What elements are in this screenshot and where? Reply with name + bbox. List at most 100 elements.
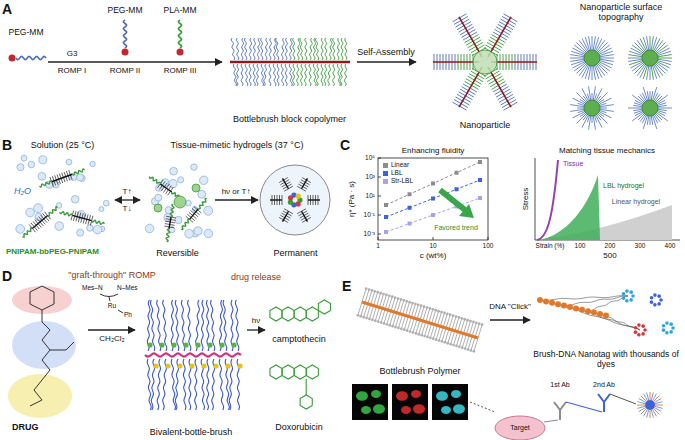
brush-backbone (283, 211, 289, 221)
brush-backbone (32, 216, 47, 229)
data-point (431, 213, 435, 217)
bristle-end (368, 318, 371, 321)
particle-corona (652, 116, 656, 129)
carbene-ring (100, 294, 118, 297)
dye-molecule (662, 328, 666, 332)
pnipam-aggregate (154, 204, 162, 212)
drug-payload (219, 342, 224, 347)
x-tick (378, 237, 379, 240)
text-label: η* (Pa · s) (347, 181, 356, 217)
text-label: CH₂Cl₂ (99, 334, 124, 343)
text-label: G3 (67, 49, 78, 58)
peg-arm (50, 342, 74, 350)
stained-cell (441, 406, 451, 414)
glycosidic-bond (306, 379, 307, 395)
stained-cell (401, 406, 411, 414)
figure-part: camptothecinDoxorubicin (265, 288, 333, 438)
peg-bristle (207, 359, 209, 410)
bristle-end (420, 334, 423, 337)
particle-corona (628, 58, 642, 59)
particle-corona (593, 66, 595, 80)
bristle-end (458, 345, 461, 348)
stained-cell (413, 404, 425, 414)
drug-payload (165, 363, 170, 368)
reaction-arrow (215, 199, 258, 200)
particle-corona (658, 103, 667, 106)
bristle-end (412, 331, 415, 334)
trend-arrow-head (459, 204, 474, 218)
text-label: 300 (635, 242, 646, 249)
bristle-end (478, 322, 481, 325)
brush-side-chain (313, 38, 315, 60)
text-label: Stress (521, 188, 530, 211)
reaction-arrow (115, 199, 140, 200)
pnipam-block (166, 229, 170, 242)
data-point (384, 230, 388, 234)
axes (535, 158, 680, 240)
bristle-end (440, 311, 443, 314)
brush-side-chain (241, 64, 243, 86)
particle-corona (594, 116, 596, 123)
bristle-end (380, 321, 383, 324)
bristle-end (409, 330, 412, 333)
y-tick (378, 177, 381, 178)
text-label: ROMP I (58, 66, 86, 75)
brush-side-chain (233, 64, 236, 86)
drug-payload (237, 363, 242, 368)
pnipam-block (39, 181, 51, 187)
brush-backbone (459, 67, 482, 107)
microscopy-image (352, 384, 388, 420)
water-molecule (34, 204, 43, 213)
dna-strand (576, 308, 640, 330)
water-molecule (199, 176, 207, 184)
dye-molecule (634, 330, 638, 334)
peg-chain (16, 56, 46, 59)
bristle-end (400, 327, 403, 330)
particle-corona (589, 36, 591, 50)
water-molecule (53, 181, 59, 187)
dye-molecule (659, 298, 663, 302)
figure-part: Bottlebrush Polymer (350, 284, 490, 376)
backbone-bead (573, 305, 579, 311)
brush-bristle (478, 325, 482, 338)
y-tick (378, 158, 381, 159)
brush-side-chain (277, 64, 279, 86)
bristle-end (414, 332, 417, 335)
ring-structure (282, 307, 294, 321)
brush-side-chain (324, 64, 326, 86)
bristle-end (394, 326, 397, 329)
bristle-end (359, 315, 362, 318)
text-label: C (340, 137, 350, 153)
hydrogel-network (260, 165, 330, 235)
backbone-bead (597, 311, 603, 317)
particle-corona (628, 108, 642, 109)
particle-corona (647, 91, 648, 100)
particle-corona (592, 116, 593, 123)
backbone-bead (591, 310, 597, 316)
text-label: Linear hydrogel (612, 198, 660, 206)
plot-frame (378, 158, 488, 240)
pnipam-aggregate (174, 196, 186, 208)
particle-corona (658, 55, 672, 57)
part-label: PEG-MM (4, 28, 48, 38)
text-label: 400 (665, 242, 676, 249)
particle-corona (643, 116, 647, 129)
bristle-end (458, 316, 461, 319)
bristle-end (385, 323, 388, 326)
antibody-link (544, 420, 558, 422)
dye-molecule (629, 298, 633, 302)
text-label: 10⁻³ (364, 230, 375, 237)
water-molecule (191, 164, 197, 170)
ring-structure (270, 307, 282, 321)
water-molecule (169, 180, 177, 188)
data-point (478, 196, 482, 200)
bristle-end (435, 338, 438, 341)
brush-side-chain (274, 38, 277, 60)
brush-side-chain (290, 38, 293, 60)
arrow-label: "graft-through" ROMP (67, 270, 156, 280)
data-series (386, 180, 480, 217)
bristle-end (356, 314, 359, 317)
water-molecule (204, 206, 213, 215)
drug-payload (201, 363, 206, 368)
drug-payload (183, 342, 188, 347)
